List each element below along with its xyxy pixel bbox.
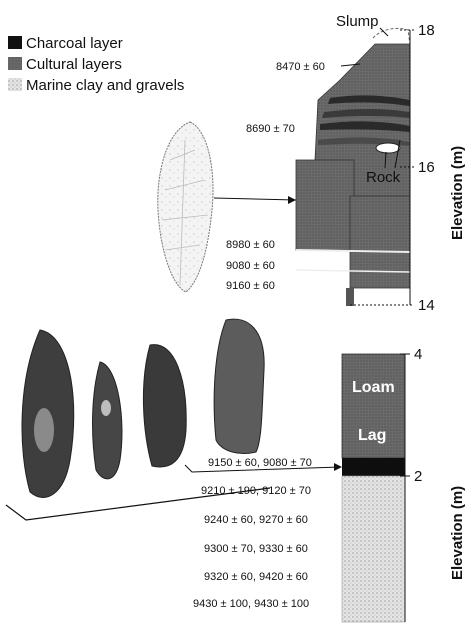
rock [376, 143, 400, 153]
tools-arrowhead [334, 463, 342, 471]
tick-label-18: 18 [418, 22, 435, 39]
tick-label-2: 2 [414, 468, 422, 485]
upper-section: 18 16 14 Elevation (m) Slump Rock 8470 ±… [214, 13, 466, 314]
date-upper-1: 8470 ± 60 [276, 61, 325, 73]
stone-tool-4 [214, 319, 264, 453]
flake-arrowhead [288, 196, 296, 204]
legend-swatch-marine [8, 78, 22, 91]
axis-label-lower: Elevation (m) [449, 486, 466, 580]
date-lower-2: 9210 ± 190, 9120 ± 70 [201, 485, 311, 497]
slump-outline [373, 28, 410, 44]
flake-arrow [214, 198, 296, 200]
date-lower-5: 9320 ± 60, 9420 ± 60 [204, 571, 308, 583]
rock-label: Rock [366, 169, 401, 186]
column-charcoal [342, 458, 405, 476]
legend-swatch-cultural [8, 57, 22, 70]
tick-label-4: 4 [414, 346, 422, 363]
date-lower-1: 9150 ± 60, 9080 ± 70 [208, 457, 312, 469]
cultural-layers-right [350, 196, 410, 288]
axis-label-upper: Elevation (m) [449, 146, 466, 240]
date-upper-4: 9080 ± 60 [226, 260, 275, 272]
legend: Charcoal layer Cultural layers Marine cl… [8, 35, 184, 94]
stone-tool-3 [143, 345, 186, 467]
date-lower-6: 9430 ± 100, 9430 ± 100 [193, 598, 309, 610]
lower-stub [346, 288, 354, 306]
tick-label-16: 16 [418, 159, 435, 176]
stone-tool-2-patch [101, 400, 111, 416]
legend-swatch-charcoal [8, 36, 22, 49]
stone-tool-2 [93, 362, 122, 479]
lower-gap [296, 288, 346, 306]
date-upper-3: 8980 ± 60 [226, 239, 275, 251]
stone-tool-1-patch [34, 408, 54, 452]
legend-label-cultural: Cultural layers [26, 56, 122, 73]
date-upper-5: 9160 ± 60 [226, 280, 275, 292]
date-lower-4: 9300 ± 70, 9330 ± 60 [204, 543, 308, 555]
date-lower-3: 9240 ± 60, 9270 ± 60 [204, 514, 308, 526]
biface-drawing [158, 122, 213, 292]
layer-label-lag: Lag [358, 427, 386, 444]
legend-label-marine: Marine clay and gravels [26, 77, 184, 94]
column-marine [342, 476, 405, 622]
cultural-layers-lower [296, 160, 354, 250]
legend-label-charcoal: Charcoal layer [26, 35, 123, 52]
tick-label-14: 14 [418, 297, 435, 314]
layer-label-loam: Loam [352, 379, 395, 396]
date-upper-2: 8690 ± 70 [246, 123, 295, 135]
biface-outline [158, 122, 213, 292]
slump-label: Slump [336, 13, 379, 30]
